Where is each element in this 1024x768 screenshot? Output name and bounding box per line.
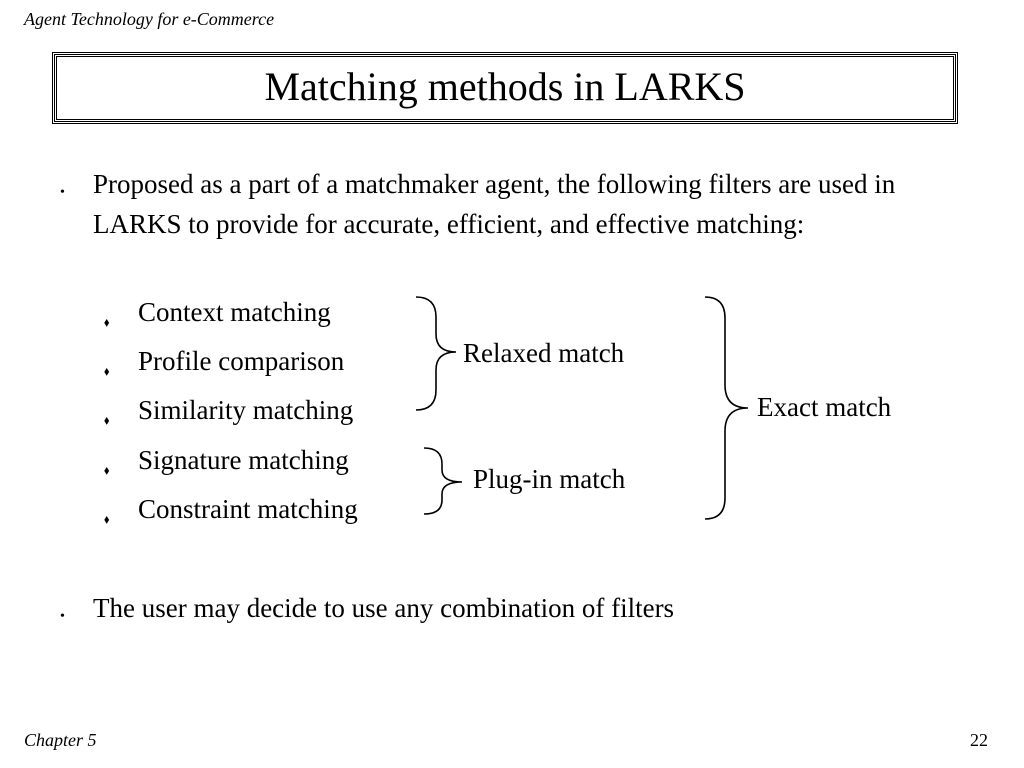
slide-header: Agent Technology for e-Commerce [24, 9, 275, 29]
chapter-label: Chapter 5 [24, 730, 97, 750]
sub-item-label: Similarity matching [138, 395, 354, 425]
plugin-brace-icon [423, 447, 463, 515]
slide-title: Matching methods in LARKS [264, 63, 746, 109]
page-number: 22 [970, 730, 988, 750]
relaxed-brace-icon [415, 296, 457, 411]
diamond-bullet-icon: ⬧ [104, 463, 110, 477]
bullet-text: The user may decide to use any combinati… [93, 593, 675, 623]
bullet-text: Proposed as a part of a matchmaker agent… [93, 169, 896, 239]
diamond-bullet-icon: ⬧ [104, 512, 110, 526]
bullet-dot-icon: • [60, 185, 65, 200]
sub-item-label: Context matching [138, 297, 331, 327]
sub-item-label: Signature matching [138, 445, 349, 475]
title-box: Matching methods in LARKS [52, 52, 958, 124]
plugin-match-label: Plug-in match [473, 464, 626, 494]
relaxed-match-label: Relaxed match [463, 338, 625, 368]
diamond-bullet-icon: ⬧ [104, 315, 110, 329]
bullet-dot-icon: • [60, 609, 65, 624]
title-box-inner-border [56, 56, 954, 120]
exact-match-label: Exact match [757, 392, 892, 422]
diamond-bullet-icon: ⬧ [104, 413, 110, 427]
sub-item-label: Profile comparison [138, 346, 345, 376]
exact-brace-icon [704, 296, 749, 520]
sub-item-label: Constraint matching [138, 494, 358, 524]
diamond-bullet-icon: ⬧ [104, 364, 110, 378]
